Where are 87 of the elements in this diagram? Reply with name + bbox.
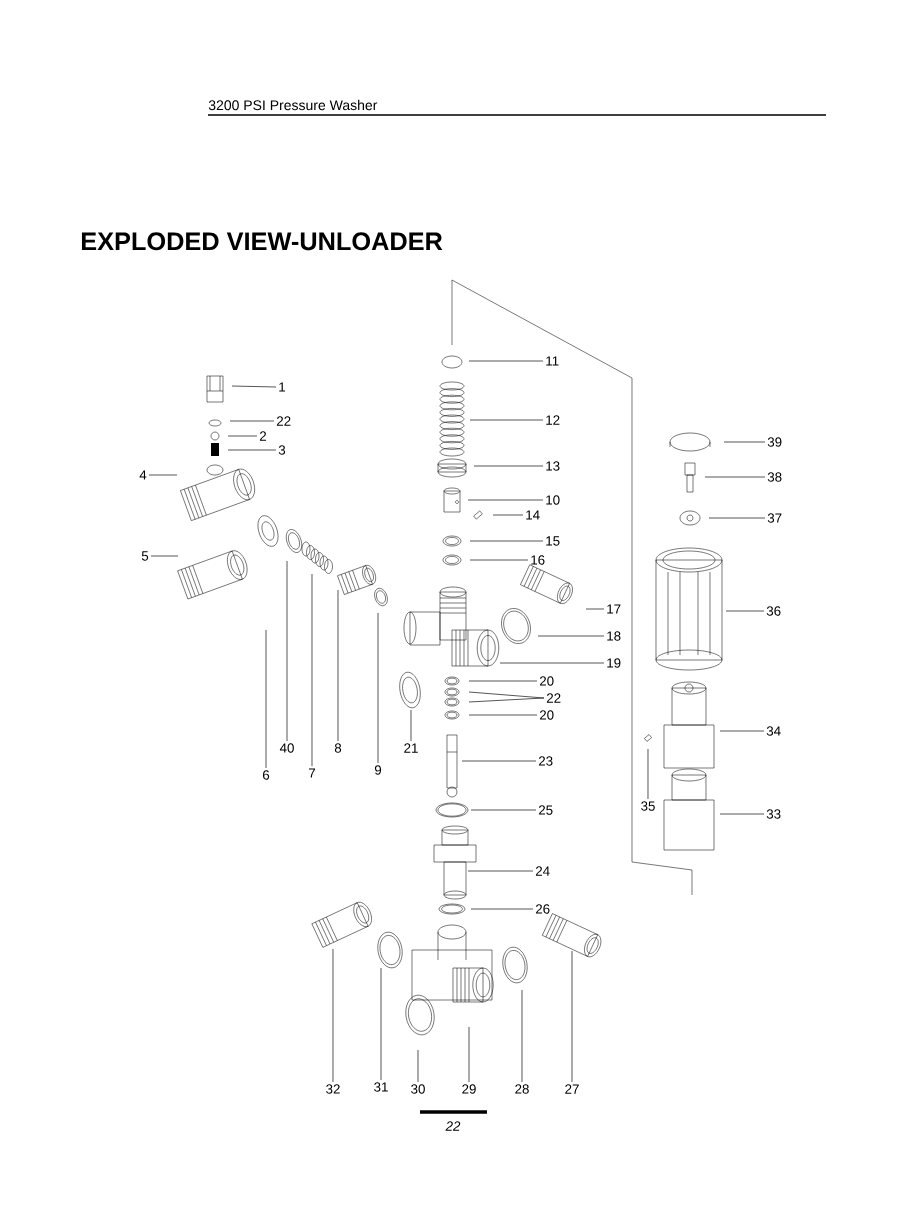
callout-number: 38 <box>767 472 782 482</box>
leader-line <box>725 610 765 612</box>
leader-line <box>571 950 573 1083</box>
leader-line <box>537 635 605 637</box>
callout-number: 16 <box>531 555 545 565</box>
callout-number: 35 <box>641 801 655 811</box>
callout-number: 31 <box>374 1082 388 1092</box>
leader-line <box>499 662 605 664</box>
leader-line <box>719 730 765 732</box>
leader-line <box>473 465 544 467</box>
callout-number: 5 <box>141 551 149 561</box>
callout-number: 3 <box>278 445 286 455</box>
callout-number: 2 <box>259 431 266 441</box>
callout-number: 20 <box>539 710 554 720</box>
leader-line <box>377 612 379 764</box>
leader-line <box>469 559 529 561</box>
callout-number: 12 <box>546 415 560 425</box>
callout-number: 19 <box>607 658 621 668</box>
leader-line <box>585 608 605 610</box>
leader-line <box>410 709 412 742</box>
callout-number: 11 <box>546 356 559 366</box>
leader-line <box>719 813 765 815</box>
leader-line <box>227 449 277 451</box>
callout-number: 36 <box>766 606 781 616</box>
leader-line <box>227 435 258 437</box>
leader-line <box>150 555 179 557</box>
page-number: 22 <box>445 1121 461 1131</box>
callout-number: 22 <box>276 416 291 426</box>
callout-number: 32 <box>326 1084 340 1094</box>
callout-number: 17 <box>607 604 621 614</box>
callout-number: 20 <box>539 676 554 686</box>
callout-number: 39 <box>767 437 782 447</box>
leader-line <box>417 1049 419 1083</box>
callout-number: 29 <box>462 1084 476 1094</box>
callout-number: 40 <box>279 743 294 753</box>
callout-number: 15 <box>546 536 560 546</box>
callout-number: 13 <box>546 461 560 471</box>
callout-number: 23 <box>538 756 553 766</box>
callout-number: 7 <box>309 768 316 778</box>
leader-line <box>492 514 524 516</box>
leader-line <box>468 680 538 682</box>
callout-number: 37 <box>767 513 782 523</box>
leader-line <box>332 948 334 1083</box>
leader-line <box>231 385 277 388</box>
callout-number: 30 <box>411 1084 425 1094</box>
leader-line <box>469 540 544 542</box>
callout-number: 6 <box>262 770 270 780</box>
leader-line <box>723 441 766 443</box>
leader-line <box>470 908 534 910</box>
leader-line <box>521 989 523 1083</box>
leader-line <box>704 476 766 478</box>
callout-number: 9 <box>374 765 382 775</box>
callout-number: 22 <box>546 693 561 703</box>
leader-line <box>468 714 538 716</box>
callout-number: 14 <box>526 510 540 520</box>
leader-line <box>469 419 544 421</box>
callout-number: 33 <box>766 809 781 819</box>
leader-line <box>467 870 534 872</box>
leader-line <box>337 589 339 742</box>
leader-line <box>286 560 288 742</box>
callout-number: 34 <box>766 726 781 736</box>
leader-line <box>467 499 544 501</box>
callout-number: 25 <box>538 805 553 815</box>
callout-number: 1 <box>279 382 286 392</box>
callout-number: 26 <box>535 904 550 914</box>
leader-line <box>647 748 649 800</box>
leader-line <box>470 809 537 811</box>
leader-line <box>148 474 178 476</box>
leader-line <box>265 629 267 769</box>
leader-line <box>461 760 537 762</box>
callout-number: 27 <box>565 1084 579 1094</box>
leader-line <box>380 967 382 1081</box>
leader-line <box>468 360 544 362</box>
callout-number: 18 <box>607 631 621 641</box>
leader-line <box>708 517 766 519</box>
callout-number: 21 <box>404 743 418 753</box>
callout-number: 24 <box>535 866 550 876</box>
callout-number: 8 <box>334 743 342 753</box>
page-title: EXPLODED VIEW-UNLOADER <box>81 232 443 251</box>
callout-number: 4 <box>139 470 147 480</box>
callout-number: 10 <box>546 495 560 505</box>
leader-line <box>468 1026 470 1083</box>
leader-line <box>311 573 313 767</box>
leader-line <box>468 697 545 703</box>
header-text: 3200 PSI Pressure Washer <box>208 99 378 111</box>
leader-line <box>229 420 275 422</box>
callout-number: 28 <box>515 1084 529 1094</box>
